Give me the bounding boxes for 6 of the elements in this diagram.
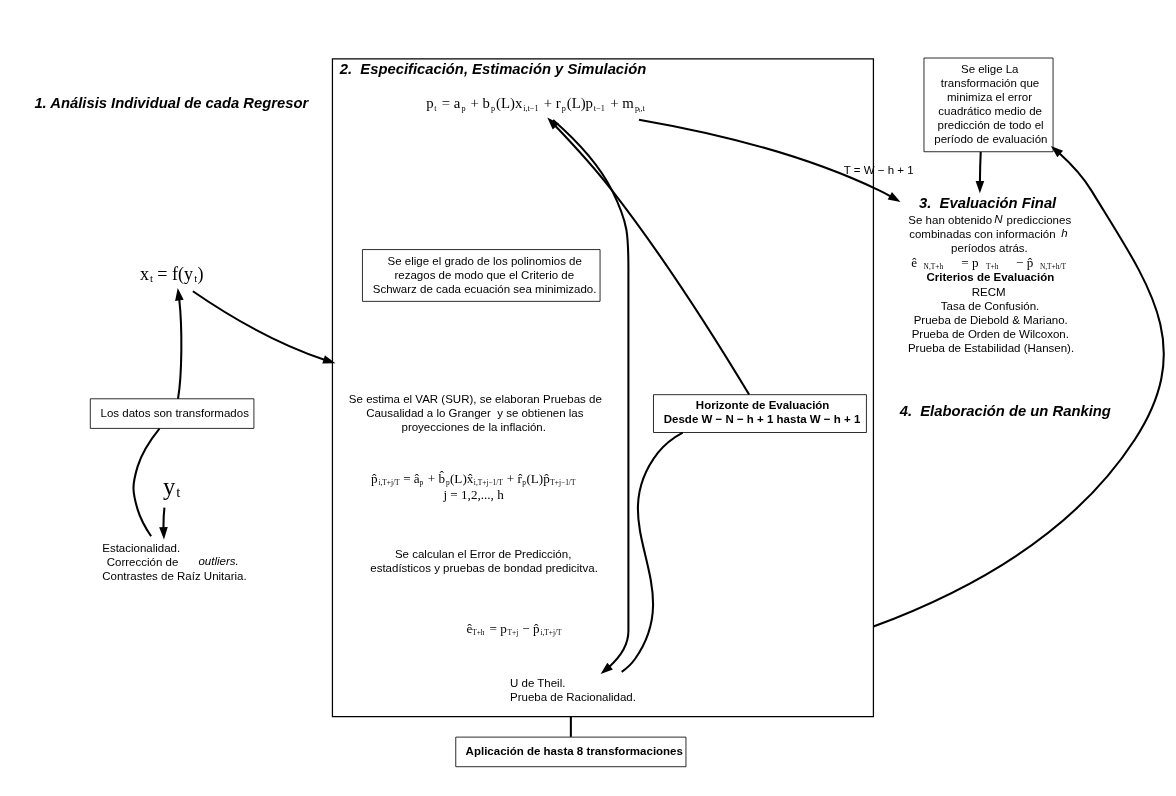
node-text: U de Theil. Prueba de Racionalidad. [510,676,636,703]
node-text: Estacionalidad. Corrección de outliers. Contrastes de Raíz Unitaria. [102,541,247,582]
node-text: Se estima el VAR (SUR), se elaboran Pruebas de Causalidad a lo Granger y se obtienen las proyecciones de la inflación. [348,392,602,433]
node-text: Se calculan el Error de Predicción, estadísticos y pruebas de bondad predicitva. [370,547,598,574]
label: 4. Elaboración de un Ranking [899,402,1111,419]
label: 1. Análisis Individual de cada Regresor [34,94,309,111]
